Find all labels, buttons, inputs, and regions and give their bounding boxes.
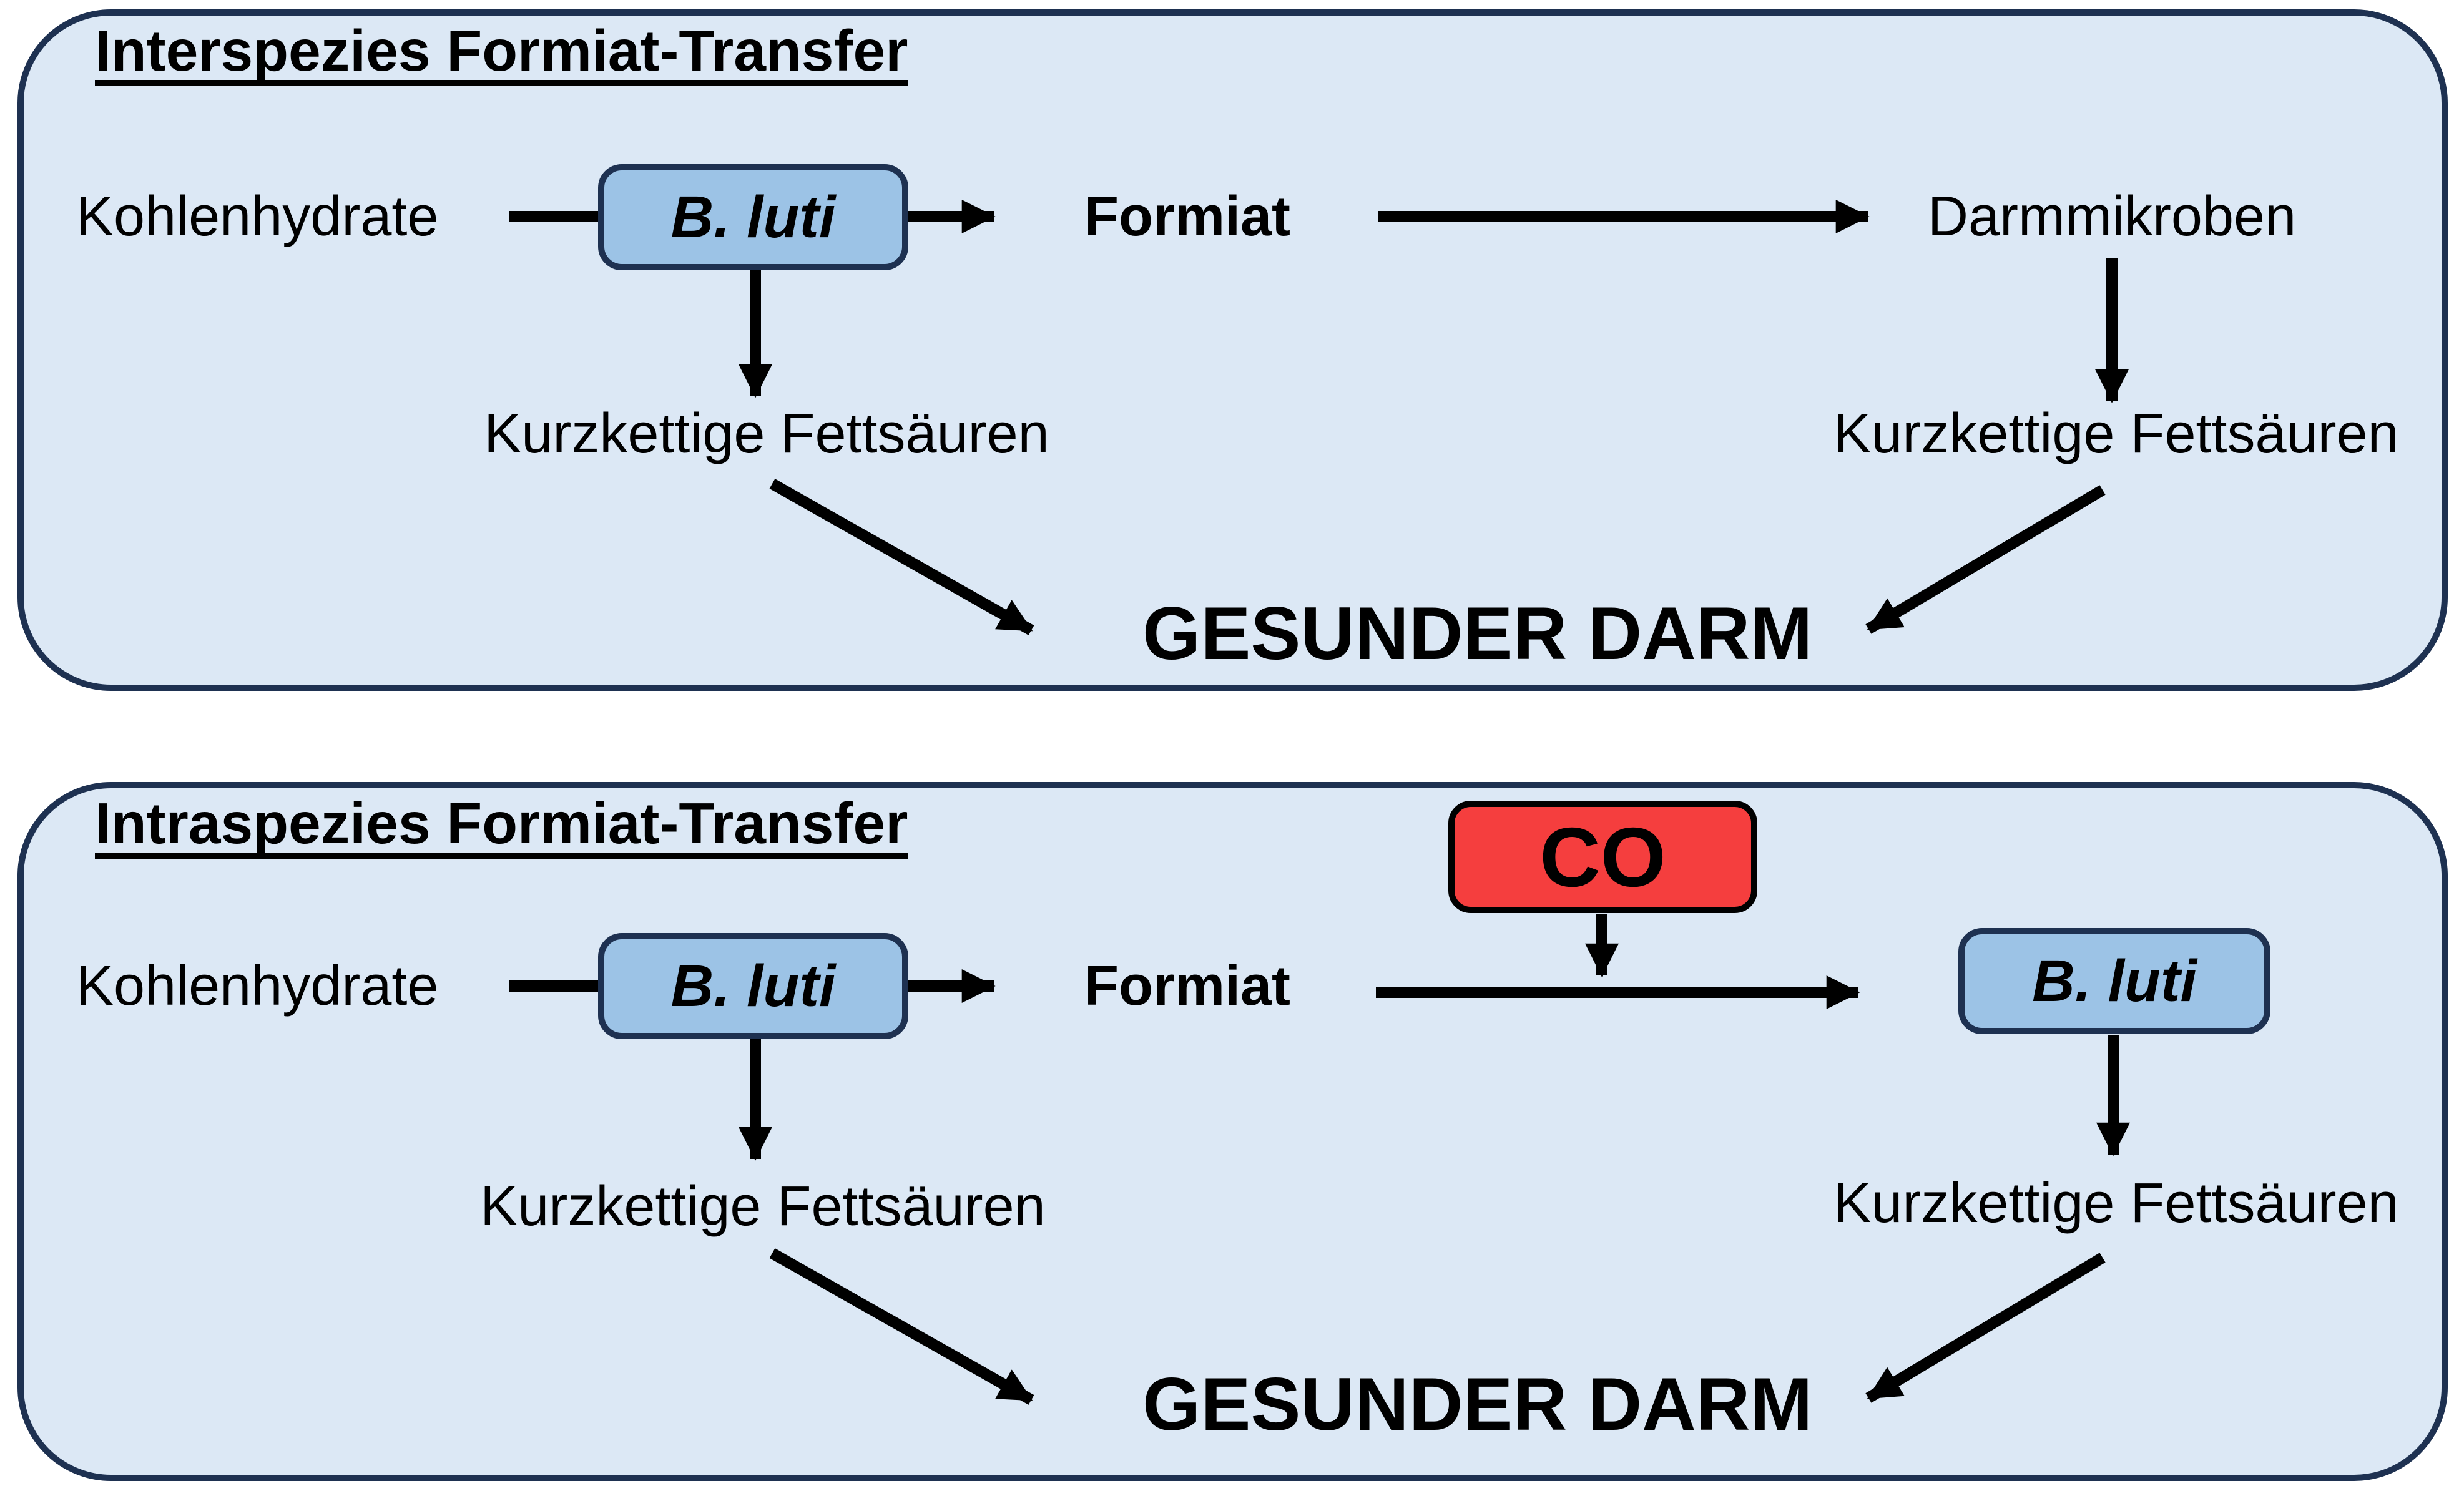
node-b-luti-left: B. luti: [598, 933, 908, 1039]
node-kurzkettige-fettsaeuren-left: Kurzkettige Fettsäuren: [480, 1175, 1046, 1238]
node-gesunder-darm: GESUNDER DARM: [1142, 1362, 1813, 1446]
node-gesunder-darm: GESUNDER DARM: [1142, 592, 1813, 675]
node-kurzkettige-fettsaeuren-right: Kurzkettige Fettsäuren: [1833, 1172, 2399, 1234]
panel-interspezies: [17, 9, 2448, 691]
node-kohlenhydrate: Kohlenhydrate: [76, 185, 439, 248]
node-formiat: Formiat: [1084, 185, 1291, 248]
panel-interspezies-title: Interspezies Formiat-Transfer: [95, 22, 908, 86]
node-kohlenhydrate: Kohlenhydrate: [76, 955, 439, 1017]
b-luti-label: B. luti: [670, 183, 836, 250]
node-co: CO: [1448, 801, 1757, 913]
panel-intraspezies-title: Intraspezies Formiat-Transfer: [95, 794, 908, 859]
b-luti-label: B. luti: [670, 952, 836, 1019]
node-kurzkettige-fettsaeuren-left: Kurzkettige Fettsäuren: [484, 403, 1049, 465]
node-darmmikroben: Darmmikroben: [1928, 185, 2297, 248]
node-b-luti: B. luti: [598, 164, 908, 270]
node-formiat: Formiat: [1084, 955, 1291, 1017]
node-kurzkettige-fettsaeuren-right: Kurzkettige Fettsäuren: [1833, 403, 2399, 465]
b-luti-label: B. luti: [2032, 947, 2197, 1014]
node-b-luti-right: B. luti: [1958, 928, 2270, 1034]
co-label: CO: [1539, 809, 1666, 904]
